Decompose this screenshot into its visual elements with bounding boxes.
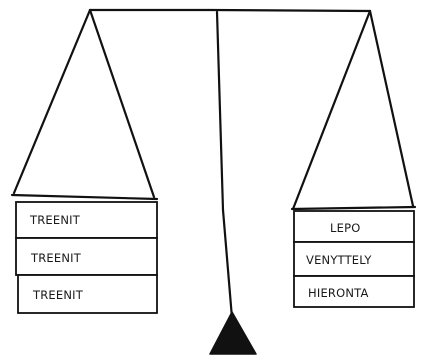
right-pan-box-3 — [293, 275, 415, 308]
right-pan: LEPO VENYTTELY HIERONTA — [290, 205, 417, 308]
left-pan-box-1 — [15, 201, 158, 239]
right-pan-label-2: VENYTTELY — [306, 253, 372, 267]
scale-post — [215, 10, 234, 320]
left-string-inner — [88, 8, 156, 199]
fulcrum-triangle — [209, 311, 257, 355]
right-pan-box-1 — [293, 210, 415, 243]
right-pan-label-3: HIERONTA — [308, 286, 369, 300]
right-string-inner — [291, 9, 372, 211]
left-pan-box-2 — [15, 237, 158, 276]
scale-beam — [88, 8, 372, 13]
left-pan-box-3 — [17, 274, 158, 314]
left-pan: TREENIT TREENIT TREENIT — [10, 193, 159, 314]
right-pan-tray — [290, 205, 417, 211]
right-pan-label-1: LEPO — [330, 221, 360, 235]
left-pan-label-2: TREENIT — [30, 251, 82, 265]
left-string-outer — [12, 8, 92, 195]
left-pan-label-3: TREENIT — [32, 288, 84, 302]
left-pan-tray — [10, 193, 159, 201]
right-string-outer — [368, 9, 415, 208]
left-pan-label-1: TREENIT — [29, 213, 81, 227]
